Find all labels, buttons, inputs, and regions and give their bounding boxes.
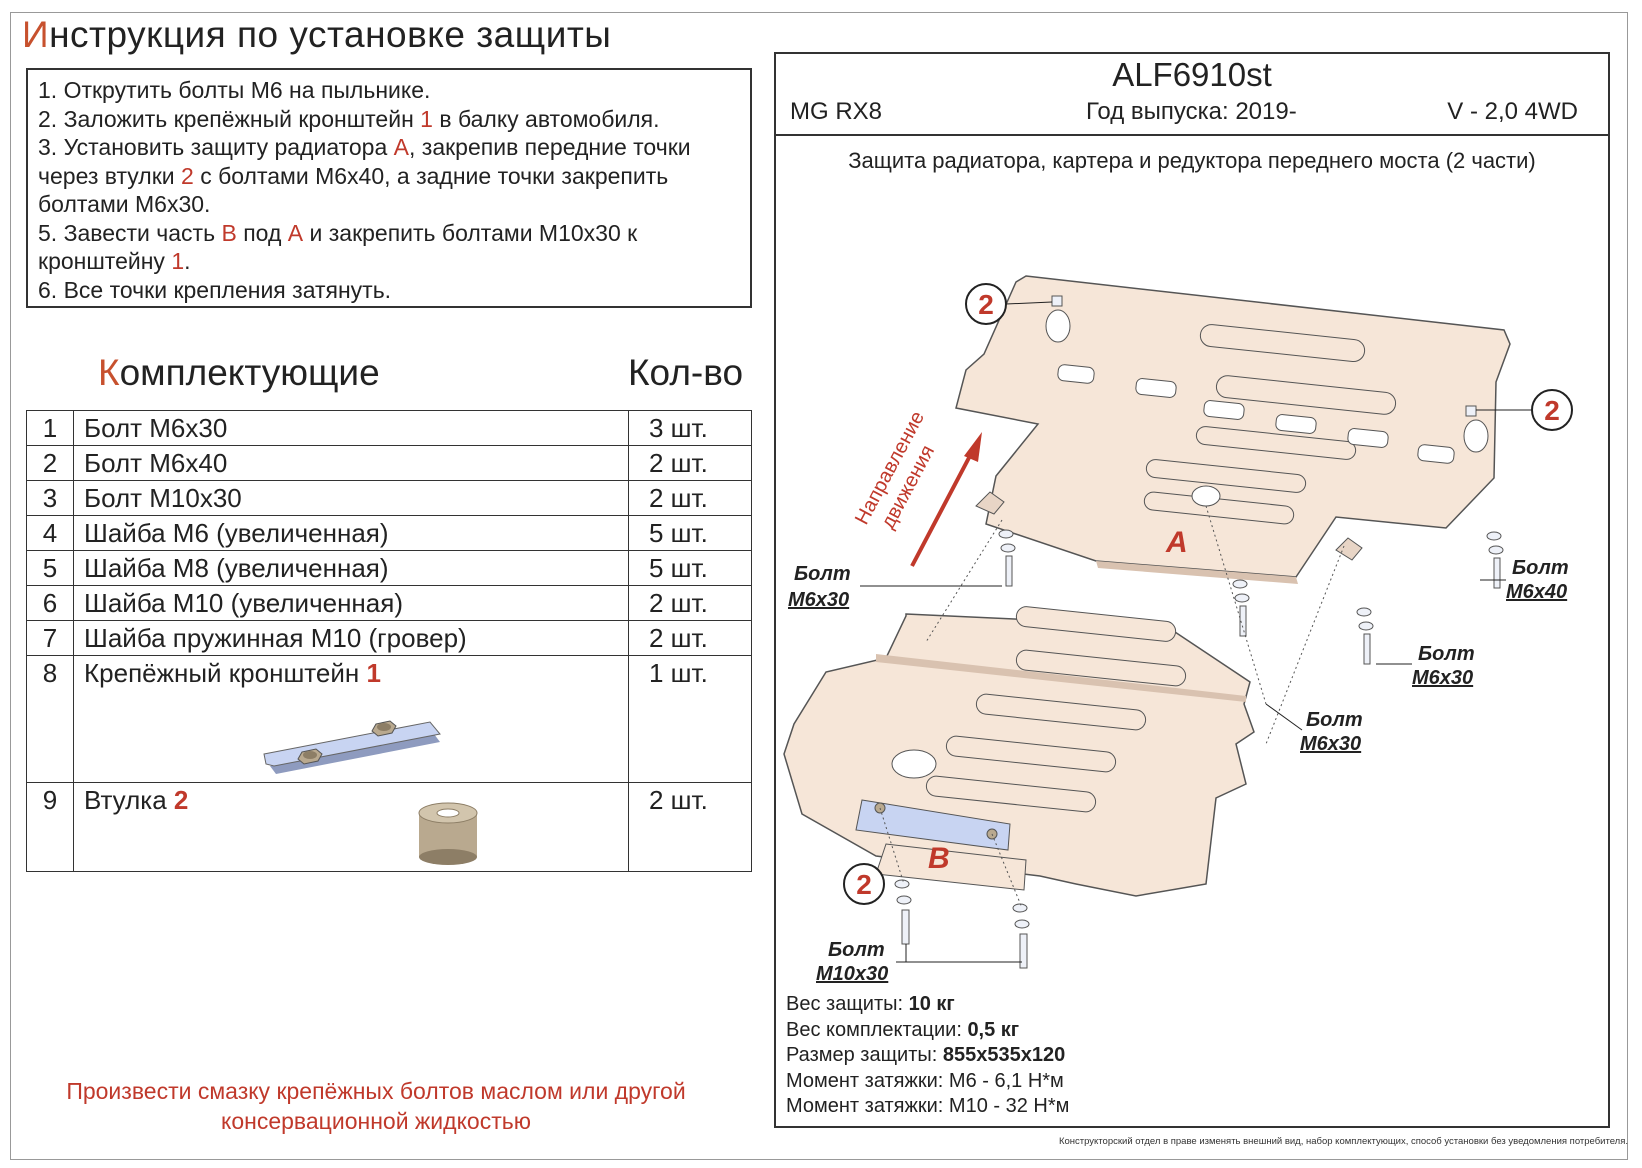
step-line: через втулки 2 с болтами М6х40, а задние… xyxy=(38,162,669,189)
bushing-callout: 2 xyxy=(843,863,885,905)
product-panel: ALF6910st MG RX8 Год выпуска: 2019- V - … xyxy=(774,52,1610,1128)
qty-heading: Кол-во xyxy=(628,352,744,393)
model-year: Год выпуска: 2019- xyxy=(1086,98,1297,125)
step-line: 2. Заложить крепёжный кронштейн 1 в балк… xyxy=(38,105,660,132)
table-row: 9 Втулка 2 2 шт. xyxy=(26,782,752,872)
step-line: 5. Завести часть В под А и закрепить бол… xyxy=(38,219,638,246)
svg-text:М6х40: М6х40 xyxy=(1506,581,1567,603)
part-b-label: B xyxy=(928,842,950,875)
direction-arrow: Направление движения xyxy=(851,408,982,567)
title-rest: нструкция по установке защиты xyxy=(49,14,612,55)
svg-text:М6х30: М6х30 xyxy=(1300,733,1361,755)
fastener-stack xyxy=(894,295,1504,969)
part-marker: А xyxy=(393,134,409,160)
part-marker: 1 xyxy=(366,658,381,688)
svg-text:Болт: Болт xyxy=(1306,709,1363,731)
lubrication-note: Произвести смазку крепёжных болтов масло… xyxy=(66,1078,686,1134)
bushing-illustration xyxy=(418,802,478,865)
bolt-label-m6x40: Болт М6х40 xyxy=(1480,557,1569,603)
step-line: кронштейну 1. xyxy=(38,248,191,274)
svg-text:М6х30: М6х30 xyxy=(788,589,849,611)
step-line: 1. Открутить болты М6 на пыльнике. xyxy=(38,77,431,103)
product-code: ALF6910st xyxy=(1112,56,1272,93)
part-marker: 2 xyxy=(181,162,194,189)
part-a-label: A xyxy=(1165,526,1188,559)
page-frame xyxy=(10,12,1628,1160)
part-marker: 1 xyxy=(171,248,185,274)
bolt-label-m10x30: Болт М10х30 xyxy=(816,939,1022,984)
part-marker: 1 xyxy=(420,105,433,132)
spec-row: Размер защиты: 855x535x120 xyxy=(786,1044,1066,1066)
plate-a xyxy=(955,275,1511,584)
part-marker: 2 xyxy=(173,785,189,815)
installation-diagram: Направление движения A B 2 2 2 Болт М6х3… xyxy=(783,275,1573,984)
svg-text:2: 2 xyxy=(856,869,872,900)
part-marker: В xyxy=(221,219,237,246)
svg-text:М10х30: М10х30 xyxy=(816,963,888,984)
bushing-callout: 2 xyxy=(965,283,1053,325)
step-line: 3. Установить защиту радиатора А, закреп… xyxy=(38,134,691,160)
title-first-letter: И xyxy=(22,14,50,55)
svg-text:Болт: Болт xyxy=(794,563,851,585)
part-marker: А xyxy=(287,219,304,246)
engine-spec: V - 2,0 4WD xyxy=(1447,98,1578,125)
bracket-illustration xyxy=(263,720,441,774)
spec-row: Вес комплектации: 0,5 кг xyxy=(786,1018,1020,1041)
spec-row: Вес защиты: 10 кг xyxy=(786,993,955,1015)
spec-row: Момент затяжки: М10 - 32 Н*м xyxy=(786,1095,1070,1117)
svg-text:Болт: Болт xyxy=(828,939,885,961)
product-description: Защита радиатора, картера и редуктора пе… xyxy=(848,148,1536,173)
svg-text:2: 2 xyxy=(1544,395,1560,426)
svg-text:М6х30: М6х30 xyxy=(1412,667,1473,689)
svg-text:Болт: Болт xyxy=(1418,643,1475,665)
plate-b xyxy=(783,606,1255,897)
bushing-callout: 2 xyxy=(1476,389,1573,431)
svg-text:Болт: Болт xyxy=(1512,557,1569,579)
spec-row: Момент затяжки: М6 - 6,1 Н*м xyxy=(786,1069,1064,1092)
bolt-label-m6x30: Болт М6х30 xyxy=(1376,643,1475,689)
parts-heading: Комплектующие xyxy=(98,352,380,393)
svg-text:2: 2 xyxy=(978,289,994,320)
step-line: 6. Все точки крепления затянуть. xyxy=(38,276,392,303)
table-row: 8 Крепёжный кронштейн 1 1 шт. xyxy=(26,655,752,783)
specifications: Вес защиты: 10 кг Вес комплектации: 0,5 … xyxy=(786,992,1069,1120)
assembly-lines xyxy=(879,505,1345,909)
step-line: болтами М6х30. xyxy=(38,191,211,217)
header-divider xyxy=(776,134,1608,136)
bolt-label-m6x30: Болт М6х30 xyxy=(1265,703,1363,755)
disclaimer: Конструкторский отдел в праве изменять в… xyxy=(1058,1136,1628,1147)
car-model: MG RX8 xyxy=(790,98,883,125)
instruction-steps: 1. Открутить болты М6 на пыльнике. 2. За… xyxy=(26,68,752,308)
bolt-label-m6x30: Болт М6х30 xyxy=(788,563,1002,611)
page-title: Инструкция по установке защиты xyxy=(22,14,611,56)
